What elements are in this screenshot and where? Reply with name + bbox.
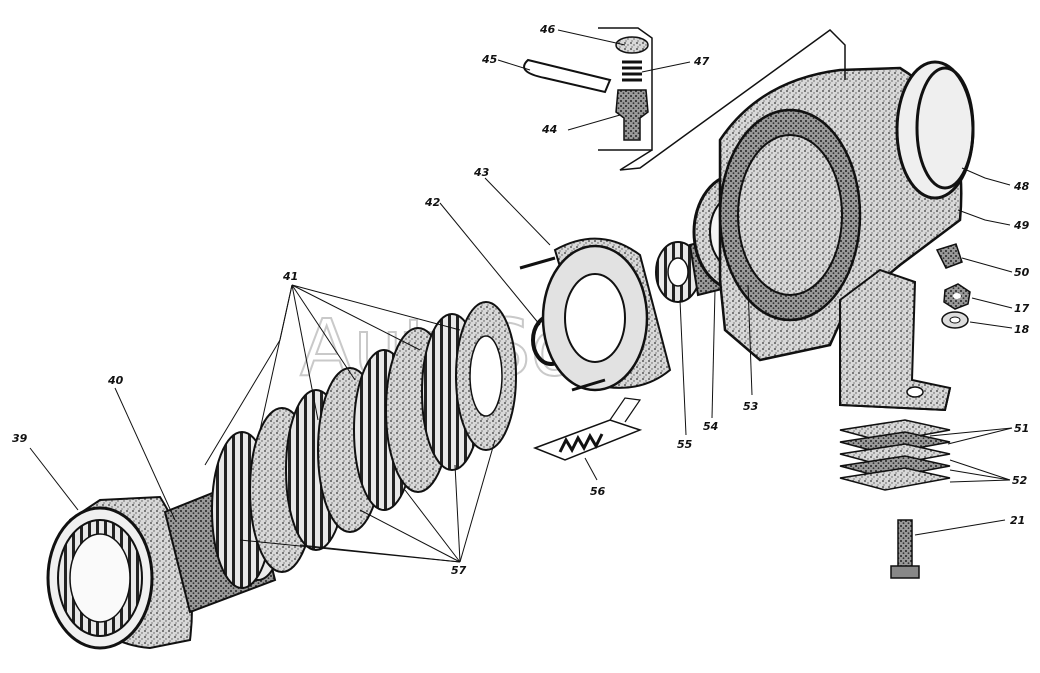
leader-lines (29, 29, 1013, 563)
callout-42: 42 (424, 196, 441, 209)
part-50-plug (935, 243, 963, 269)
callout-56: 56 (590, 485, 606, 498)
part-44-47-valve-group (523, 27, 846, 171)
callout-52: 52 (1012, 474, 1028, 487)
callout-labels: 39 40 41 42 43 44 45 46 47 48 49 50 17 1… (12, 23, 1030, 577)
callout-39: 39 (12, 432, 28, 445)
callout-47: 47 (693, 55, 710, 68)
callout-51: 51 (1014, 422, 1029, 435)
callout-48: 48 (1013, 180, 1030, 193)
callout-18: 18 (1014, 323, 1030, 336)
callout-57: 57 (451, 564, 467, 577)
callout-40: 40 (107, 374, 124, 387)
part-39-ring-gear (46, 495, 193, 650)
part-21-bolt (890, 519, 920, 579)
callout-45: 45 (481, 53, 498, 66)
callout-21: 21 (1010, 514, 1025, 527)
part-41-57-clutch-disc-stack (211, 301, 517, 589)
part-56-spring (532, 397, 643, 461)
callout-53: 53 (743, 400, 759, 413)
part-51-52-shim-stack (839, 419, 951, 491)
callout-44: 44 (541, 123, 557, 136)
callout-43: 43 (473, 166, 490, 179)
callout-46: 46 (539, 23, 556, 36)
part-48-49-housing (718, 60, 975, 412)
callout-55: 55 (677, 438, 693, 451)
part-43-pressure-plate (519, 237, 672, 392)
callout-41: 41 (282, 270, 298, 283)
part-17-nut (943, 283, 971, 310)
part-18-washer (941, 311, 969, 329)
callout-49: 49 (1013, 219, 1030, 232)
callout-17: 17 (1014, 302, 1030, 315)
callout-50: 50 (1014, 266, 1030, 279)
callout-54: 54 (703, 420, 718, 433)
